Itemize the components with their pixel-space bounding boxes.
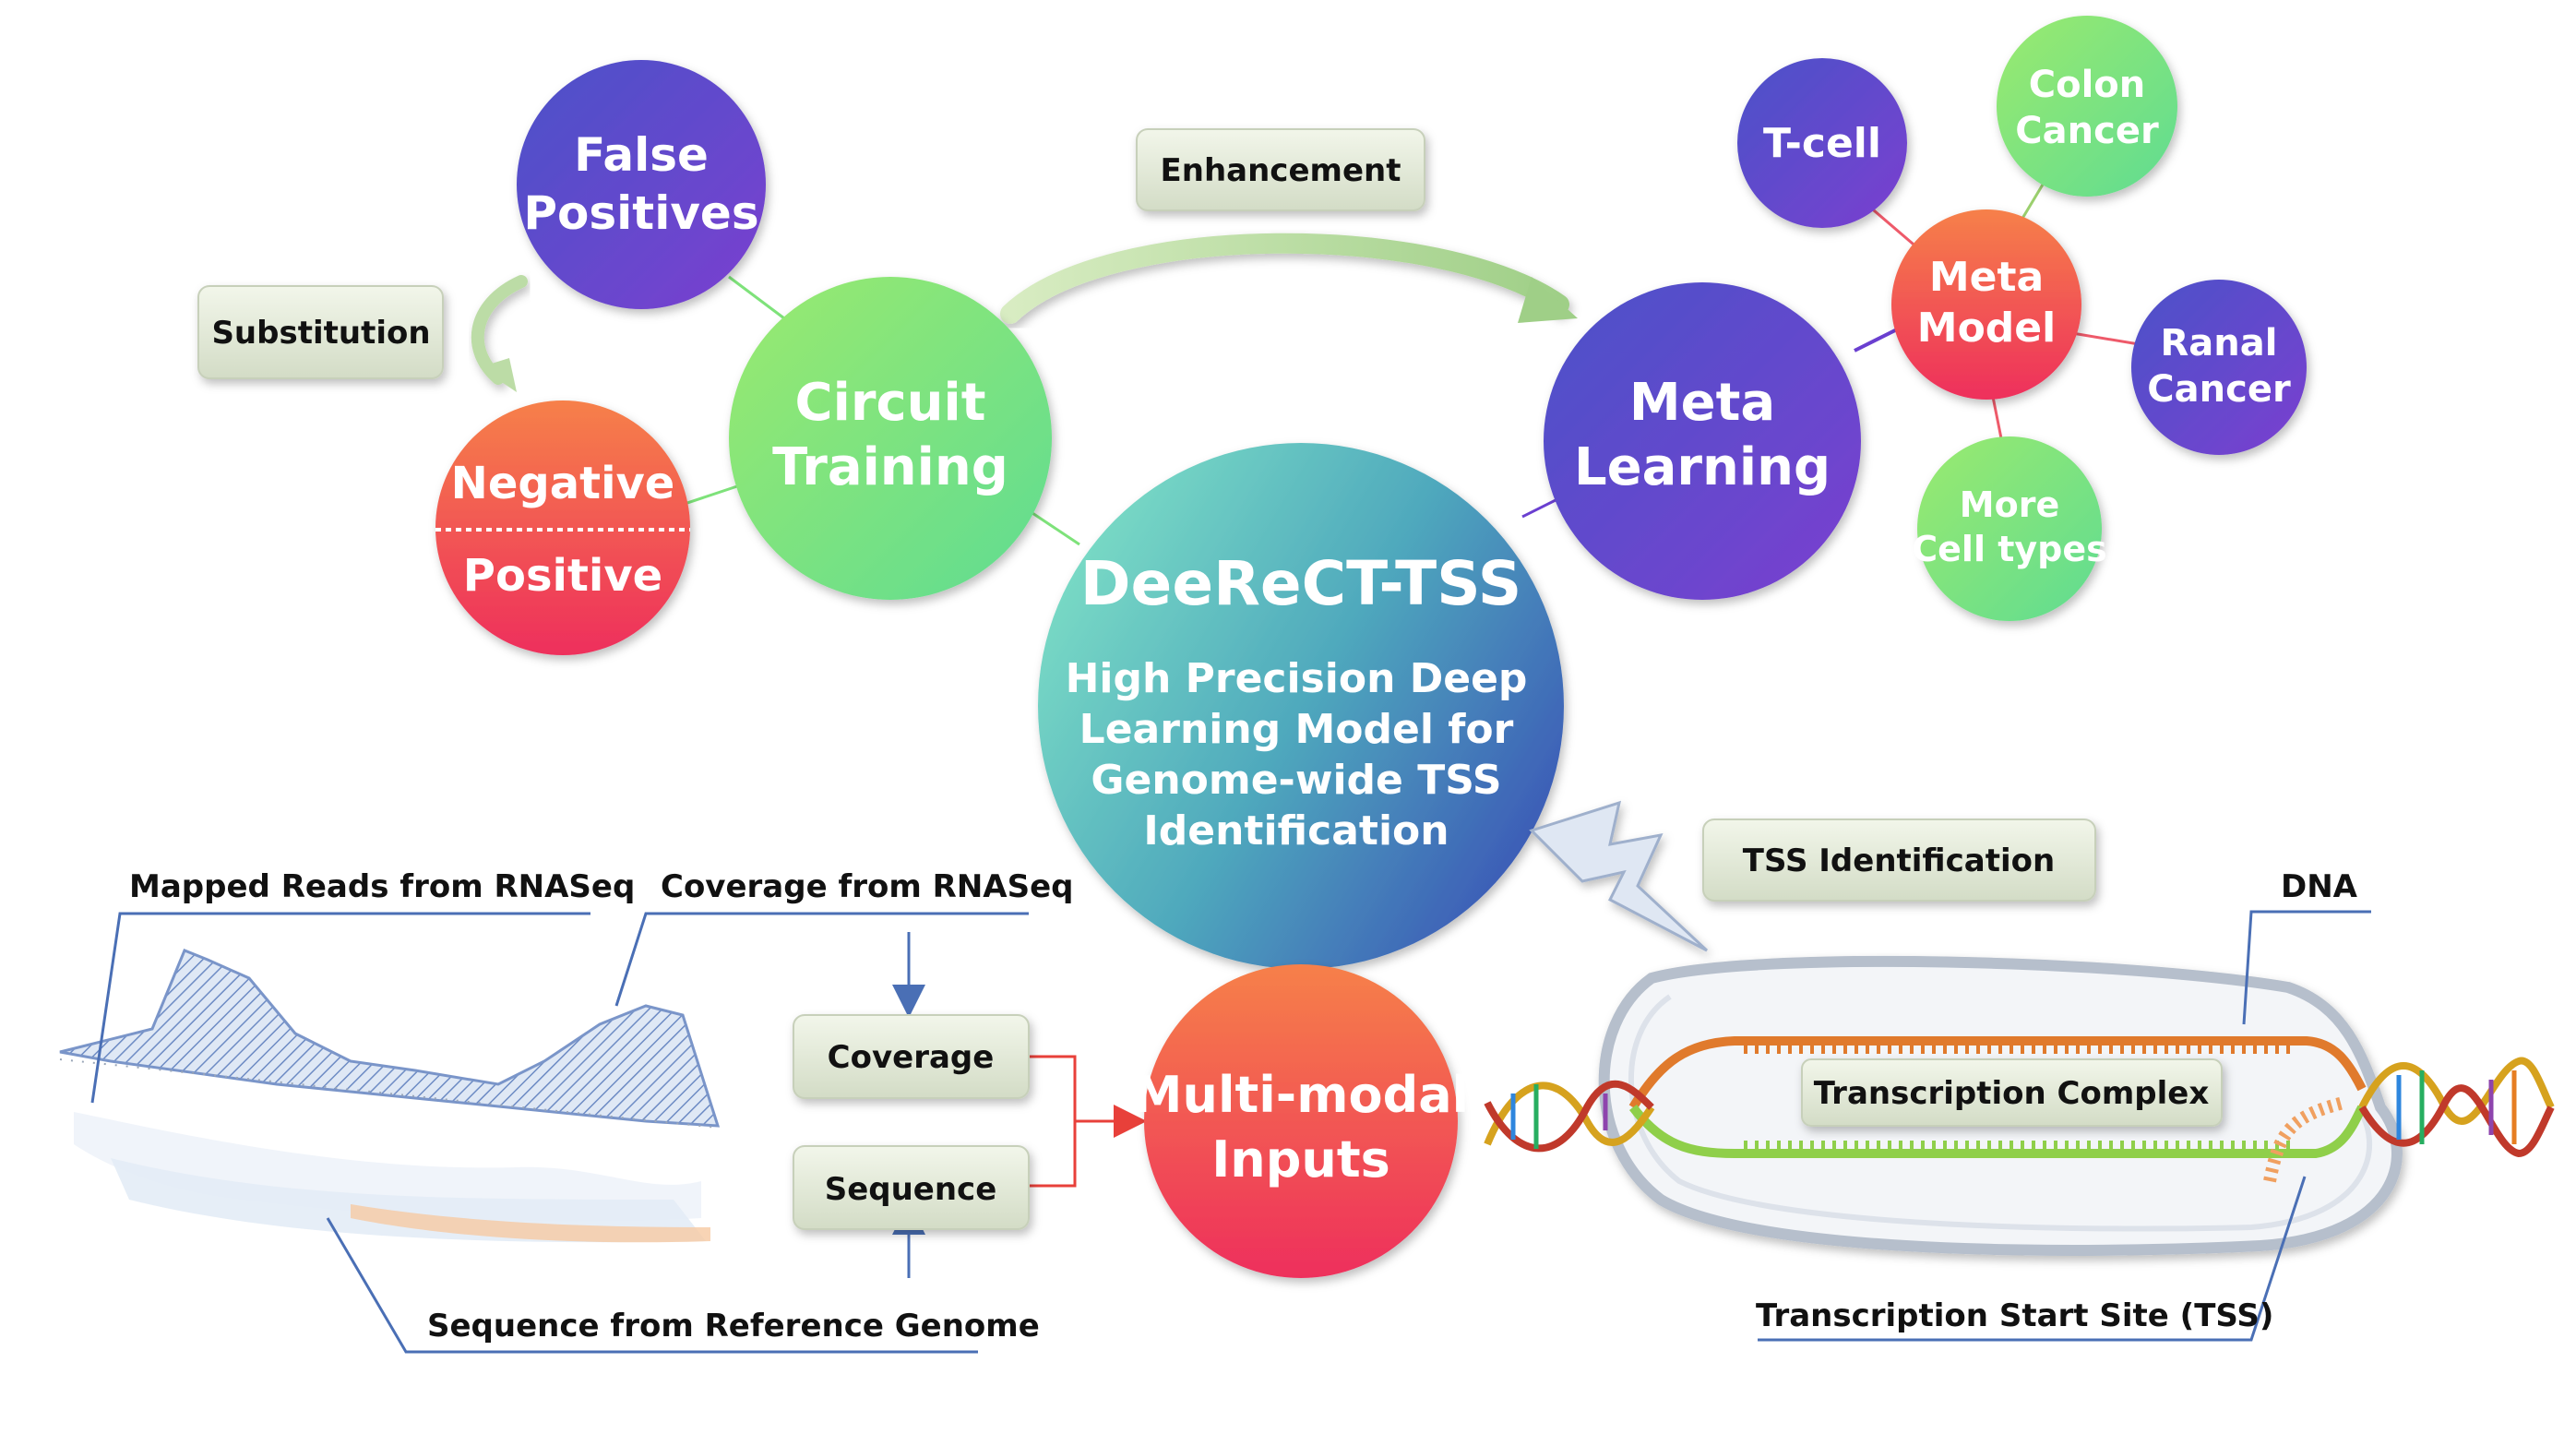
- sequence-label: Sequence: [825, 1171, 997, 1208]
- tss-leader: [1758, 1176, 2307, 1342]
- more-cell-types-line1: More: [1960, 484, 2059, 525]
- coverage-rnaseq-label: Coverage from RNASeq: [661, 868, 1074, 905]
- substitution-label: Substitution: [211, 315, 430, 352]
- mapped-reads-label: Mapped Reads from RNASeq: [129, 868, 635, 905]
- dna-label: DNA: [2281, 868, 2358, 905]
- colon-cancer-node: [1997, 16, 2177, 197]
- mapped-reads-leader: [90, 912, 590, 1104]
- center-subtitle-line2: Learning Model for: [1079, 706, 1514, 753]
- meta-model-line1: Meta: [1929, 254, 2044, 301]
- circuit-training-line2: Training: [772, 437, 1008, 497]
- transcription-complex-box: [1801, 1058, 2223, 1127]
- center-subtitle-line1: High Precision Deep: [1066, 655, 1528, 702]
- tss-label: Transcription Start Site (TSS): [1756, 1297, 2273, 1334]
- dna-leader: [2242, 910, 2371, 1025]
- sequence-reference-label: Sequence from Reference Genome: [427, 1308, 1040, 1344]
- meta-model-node: [1891, 209, 2081, 400]
- tss-identification-label: TSS Identification: [1743, 842, 2055, 879]
- transcription-complex-label: Transcription Complex: [1814, 1075, 2210, 1112]
- center-node: [1038, 443, 1564, 969]
- lightning-icon: [1529, 800, 1709, 952]
- ranal-cancer-node: [2131, 280, 2307, 455]
- meta-learning-line2: Learning: [1574, 437, 1831, 497]
- circuit-training-node: [729, 277, 1052, 600]
- false-positives-line1: False: [574, 128, 709, 182]
- false-positives-line2: Positives: [523, 186, 758, 240]
- multimodal-inputs-line2: Inputs: [1211, 1130, 1390, 1189]
- sequence-box: [793, 1145, 1030, 1230]
- meta-model-line2: Model: [1917, 305, 2056, 352]
- meta-learning-line1: Meta: [1629, 373, 1775, 433]
- colon-cancer-line2: Cancer: [2015, 110, 2159, 152]
- coverage-rnaseq-leader: [614, 912, 1029, 1007]
- enhancement-box: [1136, 128, 1425, 211]
- genome-illustration: [59, 949, 721, 1243]
- ranal-cancer-line2: Cancer: [2147, 368, 2291, 411]
- positive-label: Positive: [463, 550, 662, 602]
- substitution-arrowhead: [480, 358, 517, 392]
- dna-strand-top: [1628, 1036, 2367, 1110]
- center-subtitle-line3: Genome-wide TSS: [1091, 757, 1501, 804]
- multimodal-inputs-line1: Multi-modal: [1133, 1066, 1469, 1124]
- t-cell-label: T-cell: [1763, 120, 1881, 167]
- more-cell-types-node: [1917, 436, 2102, 621]
- sequence-reference-leader: [326, 1217, 978, 1354]
- center-title: DeeReCT-TSS: [1080, 548, 1521, 619]
- circuit-training-line1: Circuit: [795, 373, 986, 433]
- multimodal-inputs-node: [1144, 964, 1458, 1278]
- enhancement-arrow: [1000, 233, 1569, 324]
- t-cell-node: [1737, 58, 1907, 228]
- false-positives-node: [517, 60, 766, 309]
- enhancement-label: Enhancement: [1161, 152, 1401, 189]
- ranal-cancer-line1: Ranal: [2161, 322, 2278, 364]
- dna-strand-bottom: [1629, 1104, 2367, 1158]
- tss-identification-box: [1702, 819, 2096, 902]
- center-subtitle-line4: Identification: [1143, 807, 1449, 854]
- more-cell-types-line2: Cell types: [1912, 529, 2106, 569]
- coverage-label: Coverage: [828, 1039, 995, 1076]
- coverage-plot: [59, 949, 721, 1128]
- colon-cancer-line1: Colon: [2029, 64, 2146, 106]
- negative-label: Negative: [451, 458, 675, 509]
- substitution-box: [197, 285, 444, 379]
- meta-learning-node: [1544, 282, 1861, 600]
- enhancement-arrowhead: [1518, 277, 1578, 323]
- coverage-box: [793, 1014, 1030, 1099]
